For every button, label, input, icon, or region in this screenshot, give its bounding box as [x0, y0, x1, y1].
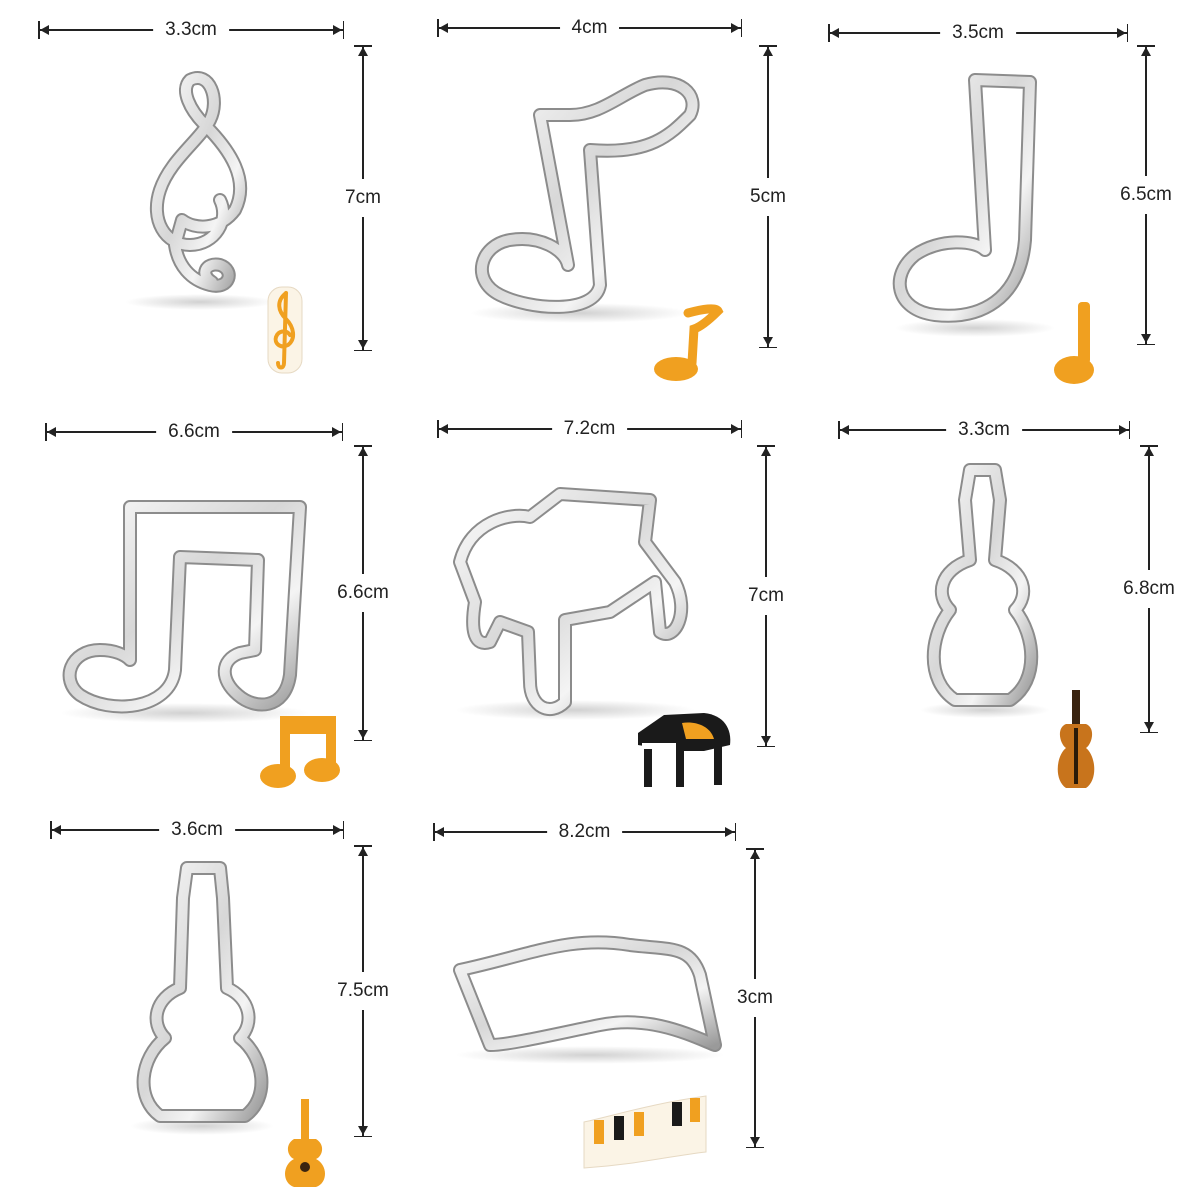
width-dimension-quarter-note: 3.5cm: [828, 22, 1128, 44]
height-dimension-piano-keys: 3cm: [737, 848, 773, 1148]
violin-cookie-icon: [1057, 690, 1095, 788]
guitar-cutter-image: [130, 861, 274, 1135]
piano-keys-cookie-icon: [583, 1095, 707, 1169]
width-label: 3.3cm: [153, 19, 229, 41]
eighth-note-cutter-image: [470, 75, 700, 323]
width-label: 3.6cm: [159, 819, 235, 841]
violin-cutter-image: [920, 463, 1050, 718]
width-label: 8.2cm: [546, 821, 623, 843]
height-label: 7cm: [748, 577, 784, 615]
treble-clef-cutter-image: [125, 71, 275, 310]
height-label: 6.5cm: [1120, 176, 1172, 214]
width-dimension-violin: 3.3cm: [838, 419, 1130, 441]
grand-piano-cookie-icon: [638, 713, 731, 787]
height-label: 7.5cm: [337, 972, 389, 1010]
width-label: 4cm: [559, 17, 620, 39]
piano-keys-cutter-image: [453, 935, 725, 1064]
width-label: 3.3cm: [946, 419, 1022, 441]
height-dimension-guitar: 7.5cm: [337, 845, 389, 1137]
height-dimension-violin: 6.8cm: [1123, 445, 1175, 733]
grand-piano-cutter-image: [453, 487, 695, 720]
height-label: 3cm: [737, 979, 773, 1017]
height-label: 5cm: [750, 177, 786, 216]
height-dimension-double-note: 6.6cm: [337, 445, 389, 741]
double-note-cutter-image: [60, 500, 310, 723]
width-dimension-grand-piano: 7.2cm: [437, 418, 742, 440]
guitar-cookie-icon: [285, 1099, 325, 1187]
width-dimension-double-note: 6.6cm: [45, 421, 343, 443]
width-dimension-eighth-note: 4cm: [437, 17, 742, 39]
height-label: 6.8cm: [1123, 570, 1175, 608]
height-dimension-eighth-note: 5cm: [750, 45, 786, 348]
height-label: 7cm: [345, 179, 381, 217]
width-label: 3.5cm: [940, 22, 1016, 44]
width-dimension-guitar: 3.6cm: [50, 819, 344, 841]
quarter-note-cutter-image: [892, 73, 1055, 337]
width-label: 6.6cm: [156, 421, 232, 443]
width-dimension-piano-keys: 8.2cm: [433, 821, 736, 843]
width-label: 7.2cm: [551, 418, 628, 440]
height-dimension-quarter-note: 6.5cm: [1120, 45, 1172, 345]
treble-clef-cookie-icon: [267, 286, 303, 374]
double-note-cookie-icon: [260, 716, 340, 788]
width-dimension-treble-clef: 3.3cm: [38, 19, 344, 41]
height-dimension-treble-clef: 5cm 7cm: [345, 45, 381, 351]
height-dimension-grand-piano: 7cm: [748, 445, 784, 747]
quarter-note-cookie-icon: [1054, 302, 1094, 384]
eighth-note-cookie-icon: [654, 304, 724, 381]
height-label: 6.6cm: [337, 574, 389, 612]
